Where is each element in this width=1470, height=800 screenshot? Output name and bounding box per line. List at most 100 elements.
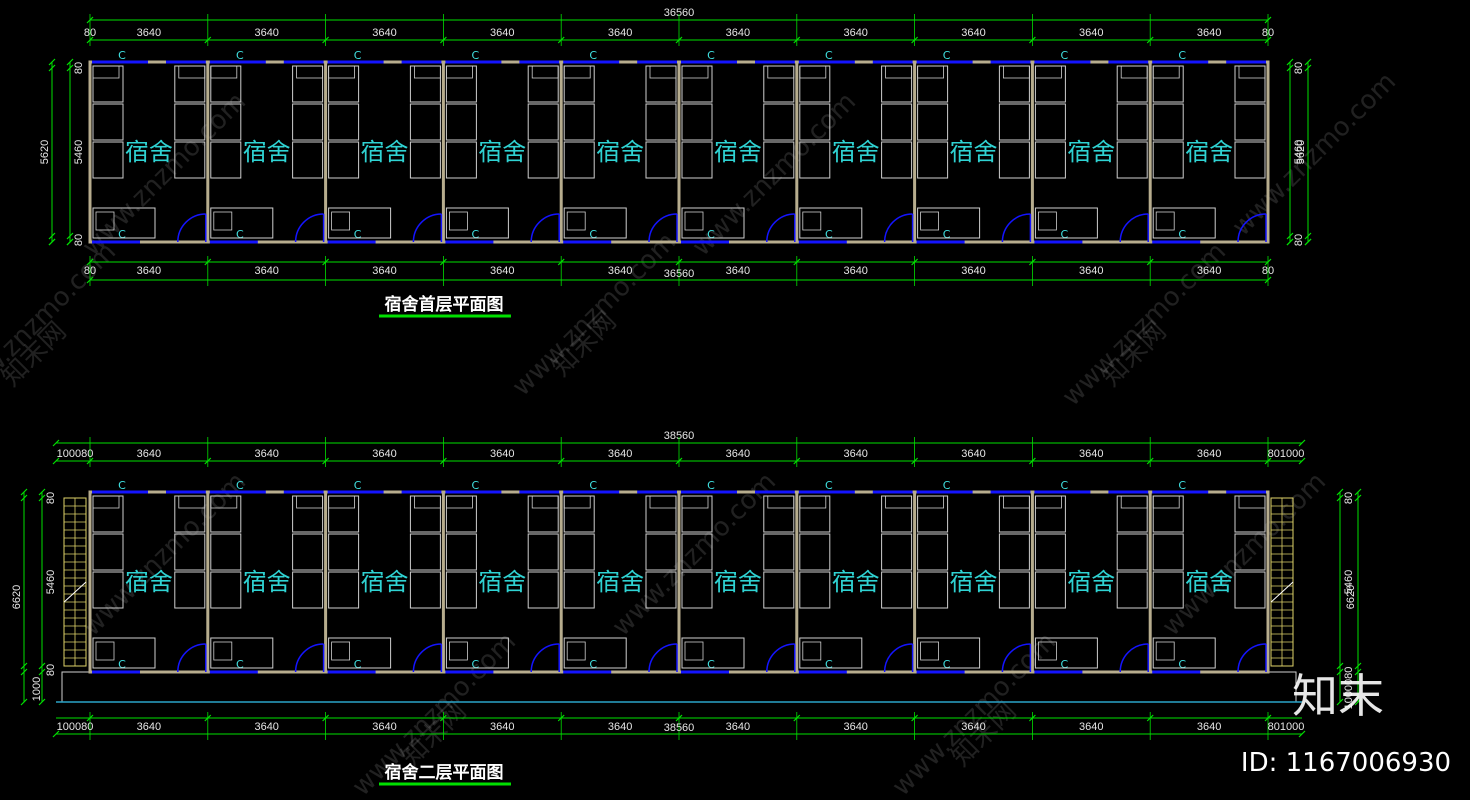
room-label: 宿舍 [832, 138, 880, 166]
bunk-bed [409, 571, 441, 609]
bunk-bed [998, 141, 1030, 179]
bunk-bed [881, 65, 913, 103]
window-mark-text: C [1061, 479, 1069, 492]
sink [1155, 641, 1175, 661]
door-mark-text: C [707, 228, 715, 241]
bunk-bed [1034, 65, 1066, 103]
bunk-bed [799, 65, 831, 103]
sink [213, 641, 233, 661]
bay-dimension-label-bottom: 3640 [726, 265, 750, 277]
id-backdrop [1228, 740, 1464, 780]
window-mark-text: C [1178, 49, 1186, 62]
room-label: 宿舍 [243, 568, 291, 596]
door-swing-arc [766, 213, 795, 243]
window-mark-text: C [589, 49, 597, 62]
pillow [1035, 495, 1062, 509]
bunk-bed [328, 141, 360, 179]
bunk-bed [292, 571, 324, 609]
bunk-bed [881, 103, 913, 141]
bathroom-block [1152, 207, 1216, 239]
bay-dimension-label-bottom: 3640 [372, 721, 396, 733]
bunk-bed [799, 533, 831, 571]
bathroom-block [210, 207, 274, 239]
dimension-tick [20, 488, 28, 496]
bay-dimension-label-top: 3640 [726, 27, 750, 39]
bay-dimension-label-top: 3640 [608, 448, 632, 460]
bathroom-block [328, 207, 392, 239]
bunk-bed [328, 571, 360, 609]
bunk-bed [1116, 571, 1148, 609]
bathroom-block [445, 637, 509, 669]
bay-dimension-label-top: 3640 [1197, 27, 1221, 39]
bunk-bed [799, 571, 831, 609]
bunk-bed [210, 103, 242, 141]
door-mark-text: C [472, 658, 480, 671]
bunk-bed [1234, 103, 1266, 141]
dimension-tick [1336, 488, 1344, 496]
bunk-bed [92, 533, 124, 571]
dimension-tick [1354, 668, 1362, 676]
pillow [1003, 495, 1030, 509]
sink [95, 211, 115, 231]
dimension-tick [1298, 457, 1306, 465]
end-dimension-label-right: 80 [1262, 27, 1274, 39]
bunk-bed [563, 495, 595, 533]
bunk-bed [92, 495, 124, 533]
brand-logo-text: 知末 [1292, 669, 1384, 723]
pillow [328, 495, 356, 509]
dimension-tick [1304, 238, 1312, 246]
sink [802, 641, 822, 661]
bunk-bed [681, 65, 713, 103]
dimension-tick [1286, 64, 1294, 72]
room-label: 宿舍 [243, 138, 291, 166]
sink [213, 211, 233, 231]
end-dimension-label-left: 100080 [57, 448, 94, 460]
bathroom-block [1152, 637, 1216, 669]
bunk-bed [527, 103, 559, 141]
bunk-bed [328, 103, 360, 141]
pillow [531, 65, 559, 79]
pillow [799, 65, 827, 79]
bunk-bed [763, 141, 795, 179]
window-mark-text: C [236, 479, 244, 492]
bay-dimension-label-top: 3640 [1079, 27, 1103, 39]
bunk-bed [881, 141, 913, 179]
watermark-site-text: www.znzmo.com [77, 87, 252, 262]
bunk-bed [210, 533, 242, 571]
end-dimension-label-right: 801000 [1268, 721, 1305, 733]
window-mark-text: C [1061, 49, 1069, 62]
bay-dimension-label-top: 3640 [137, 448, 161, 460]
bay-dimension-label-top: 3640 [961, 448, 985, 460]
sink [1038, 641, 1057, 661]
dimension-tick [1298, 439, 1306, 447]
bunk-bed [445, 141, 477, 179]
bunk-bed [527, 495, 559, 533]
dimension-tick [20, 662, 28, 670]
bunk-bed [563, 533, 595, 571]
vertical-label-left: 5460 [45, 570, 57, 594]
bay-dimension-label-top: 3640 [254, 448, 278, 460]
room-label: 宿舍 [1185, 568, 1233, 596]
pillow [296, 65, 324, 79]
dimension-tick [1304, 232, 1312, 240]
pillow [681, 495, 709, 509]
door-mark-text: C [943, 658, 951, 671]
bathroom-block [917, 207, 981, 239]
door-mark-text: C [118, 228, 126, 241]
pillow [885, 65, 912, 79]
bay-dimension-label-bottom: 3640 [608, 265, 632, 277]
bay-dimension-label-bottom: 3640 [254, 721, 278, 733]
bunk-bed [292, 533, 324, 571]
window-mark-text: C [825, 479, 833, 492]
overall-dimension-label-bottom: 38560 [664, 722, 695, 734]
overall-dimension-label-top: 38560 [664, 430, 695, 442]
pillow [445, 495, 473, 509]
